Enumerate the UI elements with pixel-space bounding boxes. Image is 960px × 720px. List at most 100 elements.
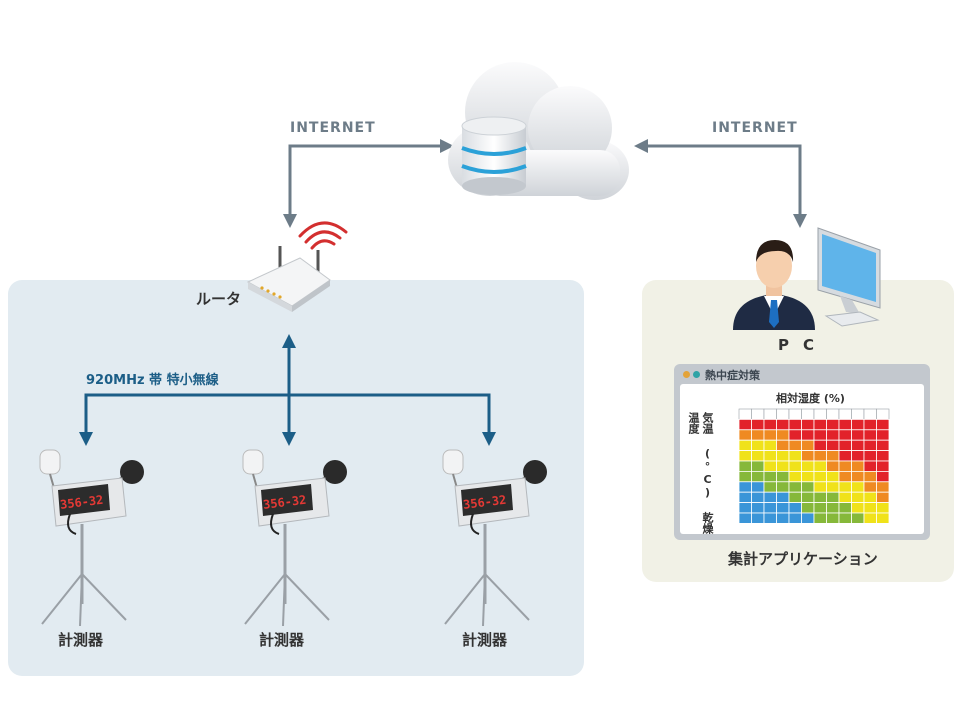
grid-cell <box>801 429 815 441</box>
grid-cell <box>751 439 765 452</box>
radio-band-label: 920MHz 帯 特小無線 <box>86 373 219 388</box>
grid-cell <box>738 491 752 503</box>
grid-cell <box>876 502 890 514</box>
pc-label: PC <box>778 336 829 354</box>
grid-cell <box>813 471 827 483</box>
grid-cell <box>813 481 827 493</box>
arrowhead-to-router <box>283 214 297 228</box>
grid-cell <box>763 418 777 431</box>
grid-cell <box>763 471 777 483</box>
grid-cell <box>763 429 777 441</box>
grid-cell <box>863 460 877 472</box>
grid-header-cell <box>876 408 890 420</box>
window-dot-orange-icon <box>683 371 690 378</box>
grid-cell <box>751 512 765 524</box>
grid-cell <box>751 450 765 462</box>
grid-cell <box>863 418 877 431</box>
grid-cell <box>838 471 852 483</box>
grid-cell <box>776 502 790 514</box>
router-label: ルータ <box>196 290 242 308</box>
grid-cell <box>851 418 865 431</box>
arrowhead-to-cloud-left <box>440 139 454 153</box>
grid-cell <box>838 491 852 503</box>
grid-cell <box>826 439 840 452</box>
internet-arrow-left <box>288 144 442 215</box>
grid-cell <box>851 439 865 452</box>
router-icon <box>246 246 331 312</box>
grid-cell <box>838 429 852 441</box>
grid-header-cell <box>776 408 790 420</box>
arrowhead-to-pc <box>793 214 807 228</box>
app-caption: 集計アプリケーション <box>728 550 878 568</box>
grid-cell <box>801 460 815 472</box>
grid-header-cell <box>801 408 815 420</box>
grid-cell <box>763 439 777 452</box>
grid-cell <box>776 450 790 462</box>
window-dot-teal-icon <box>693 371 700 378</box>
arrowhead-meter-2 <box>282 432 296 446</box>
measuring-device-3 <box>442 449 547 627</box>
grid-cell <box>751 491 765 503</box>
grid-cell <box>876 429 890 441</box>
grid-cell <box>838 418 852 431</box>
meter-display-2: 356-32 <box>262 493 307 512</box>
grid-cell <box>838 450 852 462</box>
grid-cell <box>738 439 752 452</box>
grid-cell <box>876 481 890 493</box>
sensor-network-panel <box>8 280 584 676</box>
grid-cell <box>863 471 877 483</box>
grid-cell <box>788 418 802 431</box>
grid-cell <box>763 460 777 472</box>
grid-header-cell <box>813 408 827 420</box>
grid-cell <box>876 460 890 472</box>
grid-cell <box>801 471 815 483</box>
grid-cell <box>788 512 802 524</box>
grid-cell <box>788 450 802 462</box>
measuring-device-1 <box>39 449 144 627</box>
grid-cell <box>813 460 827 472</box>
grid-cell <box>863 491 877 503</box>
grid-cell <box>751 471 765 483</box>
chart-y-axis-label: 気温 (°C) 乾燥温度 <box>687 412 714 534</box>
grid-cell <box>826 512 840 524</box>
grid-cell <box>788 429 802 441</box>
grid-cell <box>788 502 802 514</box>
grid-cell <box>801 439 815 452</box>
grid-cell <box>751 481 765 493</box>
grid-cell <box>776 481 790 493</box>
grid-cell <box>876 439 890 452</box>
grid-cell <box>813 439 827 452</box>
grid-cell <box>876 450 890 462</box>
grid-cell <box>876 491 890 503</box>
arrowhead-up-to-router <box>282 334 296 348</box>
grid-cell <box>788 491 802 503</box>
grid-cell <box>838 502 852 514</box>
app-body: 相対湿度 (%) 気温 (°C) 乾燥温度 <box>680 384 924 534</box>
grid-cell <box>776 491 790 503</box>
meter-label-2: 計測器 <box>259 631 305 649</box>
cloud-server-icon <box>448 62 629 200</box>
grid-cell <box>751 460 765 472</box>
grid-cell <box>813 450 827 462</box>
grid-cell <box>851 512 865 524</box>
grid-cell <box>776 512 790 524</box>
grid-header-cell <box>851 408 865 420</box>
grid-cell <box>776 439 790 452</box>
grid-cell <box>826 429 840 441</box>
grid-cell <box>763 491 777 503</box>
grid-cell <box>776 418 790 431</box>
grid-cell <box>738 481 752 493</box>
monitor-icon <box>817 227 881 327</box>
grid-cell <box>838 481 852 493</box>
grid-cell <box>788 481 802 493</box>
grid-cell <box>826 481 840 493</box>
grid-cell <box>863 512 877 524</box>
grid-header-cell <box>863 408 877 420</box>
grid-cell <box>851 429 865 441</box>
grid-cell <box>863 450 877 462</box>
arrowhead-meter-3 <box>482 432 496 446</box>
grid-cell <box>813 502 827 514</box>
arrowhead-meter-1 <box>79 432 93 446</box>
grid-cell <box>876 512 890 524</box>
grid-cell <box>826 450 840 462</box>
